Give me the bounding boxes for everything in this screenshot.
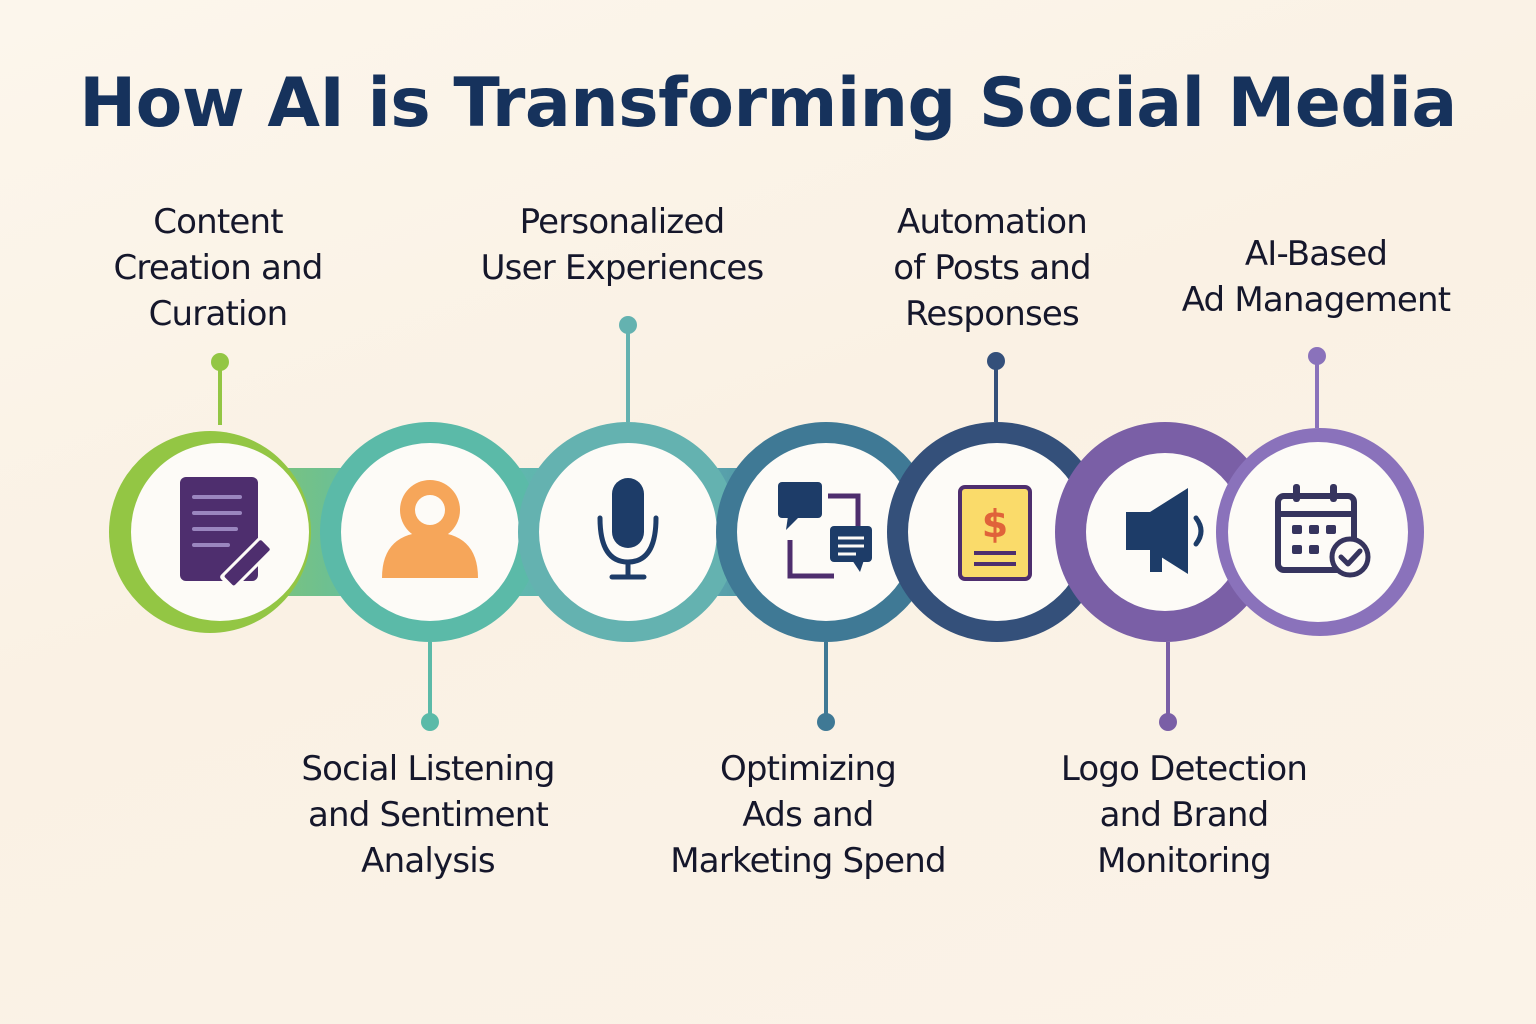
microphone-icon [597,478,659,580]
chat-bubbles-icon [778,482,872,579]
step-label-optimizing-ads: Optimizing Ads and Marketing Spend [670,749,946,881]
dollar-document-icon: $ [958,485,1032,581]
connector-stem-7 [1308,347,1326,428]
connector-stem-5 [987,352,1005,422]
connector-stem-6 [1159,642,1177,731]
step-label-content-creation: Content Creation and Curation [113,202,323,334]
document-edit-icon [180,477,275,590]
connector-stem-1 [211,353,229,425]
megaphone-icon [1126,488,1204,574]
step-label-personalized: Personalized User Experiences [480,202,765,288]
page-title: How AI is Transforming Social Media [79,64,1457,143]
svg-text:$: $ [982,502,1008,546]
step-label-social-listening: Social Listening and Sentiment Analysis [301,749,555,881]
step-circle-ad-management [1216,428,1424,636]
connector-stem-4 [817,642,835,731]
step-label-ad-management: AI-Based Ad Management [1181,234,1451,320]
connector-stem-3 [619,316,637,422]
user-icon [382,480,478,578]
step-label-logo-detection: Logo Detection and Brand Monitoring [1060,749,1308,881]
step-label-automation: Automation of Posts and Responses [893,202,1091,334]
calendar-check-icon [1275,484,1371,578]
connector-stem-2 [421,642,439,731]
